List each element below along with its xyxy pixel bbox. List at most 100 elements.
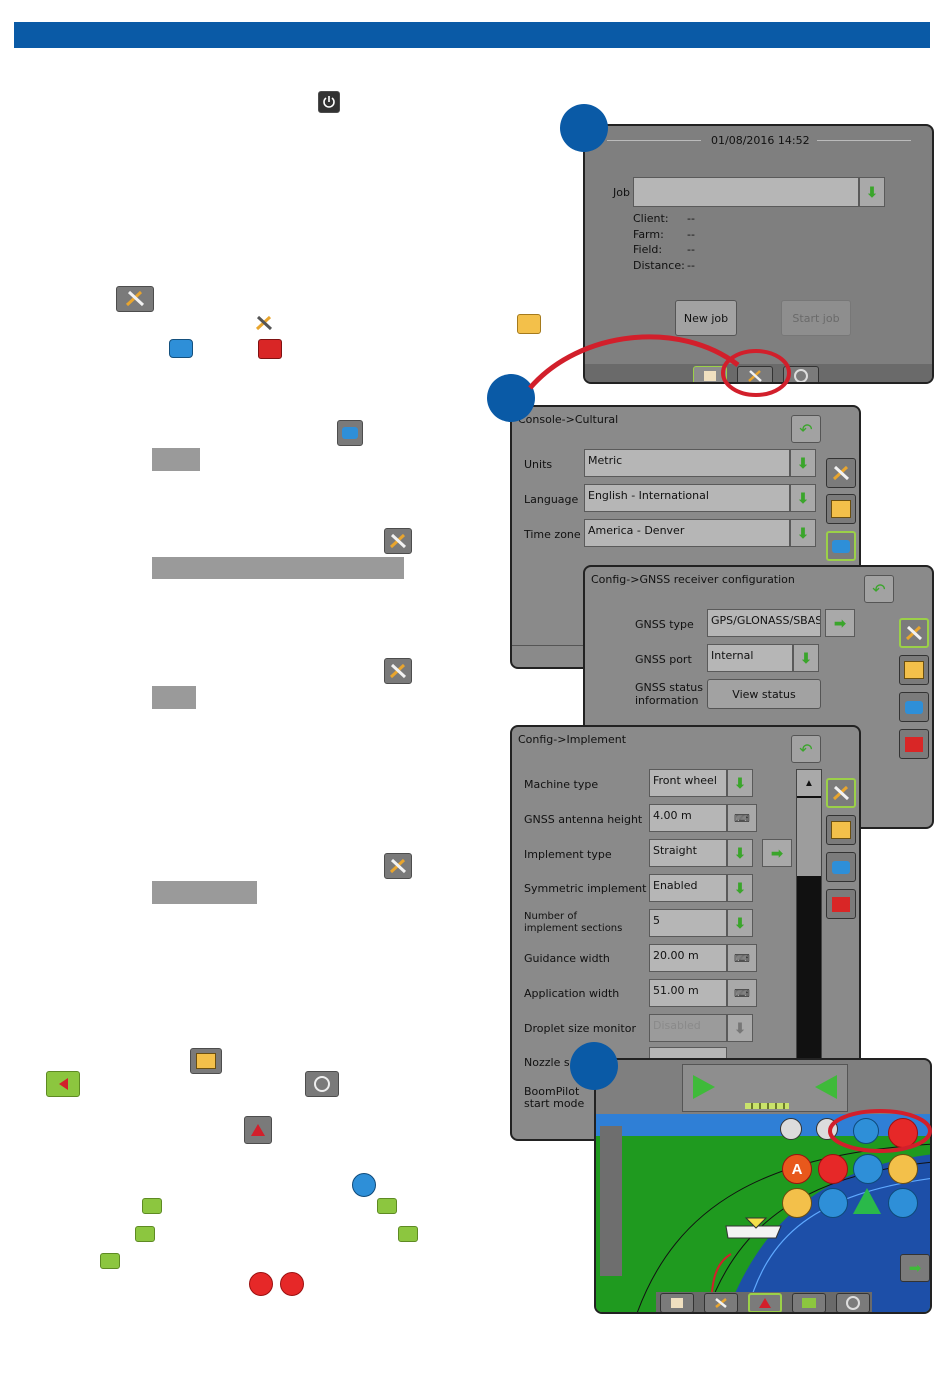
symmetric-dropdown[interactable]: ⬇ [727,874,753,902]
start-job-button[interactable]: Start job [781,300,851,336]
language-label: Language [524,493,579,506]
scroll-up-button[interactable]: ▲ [797,770,821,796]
message-icon[interactable] [888,1154,918,1184]
tools-icon[interactable] [384,658,412,684]
implement-type-field[interactable]: Straight [649,839,727,867]
arrow-down-icon: ⬇ [866,183,878,200]
tab-home[interactable] [693,366,727,382]
timezone-dropdown[interactable]: ⬇ [790,519,816,547]
tab-home[interactable] [660,1293,694,1312]
timezone-label: Time zone [524,528,581,541]
console-icon [832,539,850,553]
job-field[interactable] [633,177,859,207]
add-marker-button[interactable] [818,1154,848,1184]
arrow-down-icon: ⬇ [734,844,746,861]
guidance-icon[interactable] [244,1116,272,1144]
symmetric-field[interactable]: Enabled [649,874,727,902]
mark-a-button[interactable]: A [782,1154,812,1184]
back-button[interactable]: ↶ [864,575,894,603]
tab-console[interactable] [899,692,929,722]
gauge-button[interactable] [888,1188,918,1218]
home-icon [671,1298,683,1308]
scroll-thumb[interactable] [797,798,821,876]
flag-button[interactable] [818,1188,848,1218]
arrow-right-icon: ➡ [834,614,846,631]
tools-icon[interactable] [384,528,412,554]
sections-dropdown[interactable]: ⬇ [727,909,753,937]
left-toolbar [600,1126,622,1276]
tab-tools[interactable] [826,458,856,488]
application-width-field[interactable]: 51.00 m [649,979,727,1007]
tab-map[interactable] [792,1293,826,1312]
tab-guidance[interactable] [748,1293,782,1312]
gnss-port-dropdown[interactable]: ⬇ [793,644,819,672]
tab-camera[interactable] [836,1293,870,1312]
droplet-dropdown[interactable]: ⬇ [727,1014,753,1042]
arrow-down-icon: ⬇ [797,489,809,506]
language-dropdown[interactable]: ⬇ [790,484,816,512]
antenna-height-field[interactable]: 4.00 m [649,804,727,832]
calculator-icon[interactable] [190,1048,222,1074]
gnss-type-next[interactable]: ➡ [825,609,855,637]
sections-label: Number of [524,911,577,922]
gnss-icon[interactable] [853,1118,879,1144]
arrow-right-icon: ➡ [908,1260,922,1277]
console-icon [832,860,850,874]
tab-config[interactable] [826,494,856,524]
keyboard-icon[interactable]: ⌨ [727,979,757,1007]
implement-type-next[interactable]: ➡ [762,839,792,867]
arrow-down-icon: ⬇ [800,649,812,666]
tools-icon[interactable] [384,853,412,879]
power-icon[interactable] [318,91,340,113]
red-dot-icon[interactable] [280,1272,304,1296]
units-field[interactable]: Metric [584,449,790,477]
tab-camera[interactable] [783,366,819,382]
tab-config[interactable] [899,655,929,685]
console-icon[interactable] [337,420,363,446]
units-dropdown[interactable]: ⬇ [790,449,816,477]
red-dot-icon[interactable] [249,1272,273,1296]
gnss-type-field[interactable]: GPS/GLONASS/SBAS [707,609,821,637]
back-button[interactable]: ↶ [791,415,821,443]
view-status-button[interactable]: View status [707,679,821,709]
tab-console[interactable] [826,852,856,882]
zoom-in-button[interactable] [780,1118,802,1140]
new-job-button[interactable]: New job [675,300,737,336]
keyboard-icon[interactable]: ⌨ [727,944,757,972]
scrollbar[interactable]: ▲ [796,769,822,1069]
home-icon [704,371,716,381]
guidance-width-field[interactable]: 20.00 m [649,944,727,972]
camera-icon[interactable] [305,1071,339,1097]
tab-toolbox[interactable] [899,729,929,759]
machine-type-dropdown[interactable]: ⬇ [727,769,753,797]
guidance-icon[interactable] [46,1071,80,1097]
distance-value: -- [687,259,695,272]
sections-field[interactable]: 5 [649,909,727,937]
tab-console[interactable] [826,531,856,561]
timezone-field[interactable]: America - Denver [584,519,790,547]
gnss-icon[interactable] [352,1173,376,1197]
tab-tools[interactable] [826,778,856,808]
shift-guidance-button[interactable] [853,1154,883,1184]
tab-tools[interactable] [704,1293,738,1312]
next-page-button[interactable]: ➡ [900,1254,930,1282]
tab-config[interactable] [826,815,856,845]
droplet-field[interactable]: Disabled [649,1014,727,1042]
tab-tools[interactable] [899,618,929,648]
implement-type-dropdown[interactable]: ⬇ [727,839,753,867]
machine-type-field[interactable]: Front wheel [649,769,727,797]
keyboard-icon[interactable]: ⌨ [727,804,757,832]
triangle-button[interactable] [853,1188,881,1214]
gnss-port-field[interactable]: Internal [707,644,793,672]
note-button[interactable] [782,1188,812,1218]
language-field[interactable]: English - International [584,484,790,512]
tab-toolbox[interactable] [826,889,856,919]
tools-icon[interactable] [116,286,154,312]
steer-right-icon [693,1075,715,1099]
back-button[interactable]: ↶ [791,735,821,763]
tab-tools[interactable] [737,366,773,382]
job-dropdown[interactable]: ⬇ [859,177,885,207]
red-dot-icon[interactable] [888,1118,918,1148]
redacted-label [152,448,200,471]
distance-label: Distance: [633,259,685,272]
